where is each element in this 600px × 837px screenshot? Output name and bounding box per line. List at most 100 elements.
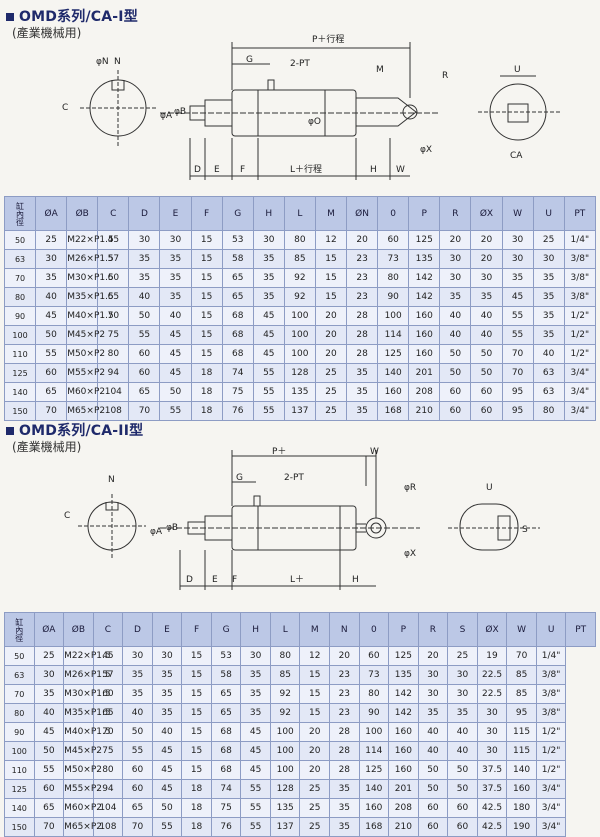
table-cell: 100: [3, 325, 37, 345]
table-cell: 35: [240, 665, 271, 685]
table-cell: 65: [210, 703, 242, 723]
table-cell: 142: [388, 703, 419, 723]
label-phi-b2: φB: [166, 523, 178, 533]
table-cell: 30: [439, 268, 472, 288]
table-cell: 3/4": [535, 779, 567, 799]
table-cell: 63: [532, 382, 565, 402]
table-cell: M55×P2: [66, 363, 105, 383]
table-cell: 50: [470, 363, 503, 383]
table-cell: 160: [408, 325, 441, 345]
label-phi-a: φA: [160, 111, 173, 121]
table-cell: 45: [151, 779, 183, 799]
table-cell: 50: [4, 646, 35, 666]
column-header: 0: [358, 612, 390, 647]
column-header: ØB: [63, 612, 94, 647]
table-cell: 30: [447, 684, 478, 704]
column-header: ØA: [33, 612, 65, 647]
column-header: D: [122, 612, 153, 647]
table-cell: 15: [190, 268, 223, 288]
column-header: U: [535, 612, 567, 647]
table-cell: 30: [417, 684, 449, 704]
column-header: L: [269, 612, 301, 647]
table-cell: 80: [358, 684, 390, 704]
table-cell: 55: [252, 382, 285, 402]
section1-subtitle: (產業機械用): [12, 26, 82, 40]
table-cell: 65: [33, 798, 65, 818]
table-cell: 50: [128, 306, 161, 326]
table-cell: 45: [33, 722, 65, 742]
table-cell: 208: [408, 382, 441, 402]
table-cell: 23: [329, 703, 360, 723]
table-cell: 25: [299, 817, 331, 837]
table-cell: 25: [447, 646, 478, 666]
table-cell: 40: [151, 722, 183, 742]
table-cell: 114: [377, 325, 410, 345]
table-cell: 1/2": [563, 344, 597, 364]
table-cell: 92: [283, 287, 316, 307]
label-phi-a2: φA: [150, 527, 163, 537]
table-cell: 60: [122, 760, 153, 780]
table-cell: 30: [252, 230, 285, 250]
table-cell: 75: [221, 382, 254, 402]
table-cell: 45: [240, 741, 271, 761]
table-cell: 12: [299, 646, 331, 666]
table-cell: 140: [358, 779, 390, 799]
table-cell: 15: [181, 703, 212, 723]
table-cell: 50: [33, 741, 65, 761]
table-cell: 63: [4, 665, 35, 685]
table-cell: 1/2": [563, 306, 597, 326]
section1-title: OMD系列/CA-I型: [6, 6, 138, 26]
column-header: ØX: [470, 196, 503, 231]
label-pt2: 2-PT: [284, 473, 304, 483]
table-cell: 35: [329, 817, 360, 837]
table-cell: 3/8": [535, 703, 567, 723]
table-cell: 65: [128, 382, 161, 402]
table-cell: 22.5: [476, 665, 508, 685]
table-cell: 76: [210, 817, 242, 837]
table-cell: 100: [283, 306, 316, 326]
table-cell: 22.5: [476, 684, 508, 704]
table-cell: 70: [128, 401, 161, 421]
table-cell: 15: [190, 287, 223, 307]
label-e: E: [214, 165, 220, 175]
column-header: G: [221, 196, 254, 231]
table-cell: 30: [33, 665, 65, 685]
column-header: E: [159, 196, 192, 231]
table-cell: 65: [122, 798, 153, 818]
column-header: ØB: [66, 196, 99, 231]
table-cell: 168: [377, 401, 410, 421]
table-cell: 65: [92, 703, 124, 723]
table-cell: 28: [329, 722, 360, 742]
label-u2: U: [486, 483, 493, 493]
table-cell: 45: [252, 344, 285, 364]
table-cell: 201: [388, 779, 419, 799]
table-cell: 15: [181, 741, 212, 761]
table-cell: M26×P1.5: [63, 665, 111, 685]
table-cell: 20: [299, 741, 331, 761]
table-cell: 15: [314, 249, 348, 269]
table-cell: 3/4": [535, 817, 567, 837]
column-header: C: [92, 612, 124, 647]
table-cell: 135: [408, 249, 441, 269]
table-cell: 37.5: [476, 760, 508, 780]
table-cell: 50: [35, 325, 68, 345]
table-cell: 100: [283, 344, 316, 364]
table-cell: M40×P1.5: [63, 722, 111, 742]
label-h2: H: [352, 575, 359, 585]
table-cell: 28: [329, 741, 360, 761]
section2-title: OMD系列/CA-II型: [6, 420, 143, 440]
table-cell: 100: [269, 741, 301, 761]
table-cell: 45: [151, 741, 183, 761]
table-cell: 115: [506, 722, 537, 742]
table-cell: 100: [358, 722, 390, 742]
table-cell: 30: [447, 665, 478, 685]
table-cell: 45: [240, 760, 271, 780]
table-cell: 35: [159, 287, 192, 307]
table-cell: M60×P2: [63, 798, 102, 818]
table-cell: 25: [532, 230, 565, 250]
